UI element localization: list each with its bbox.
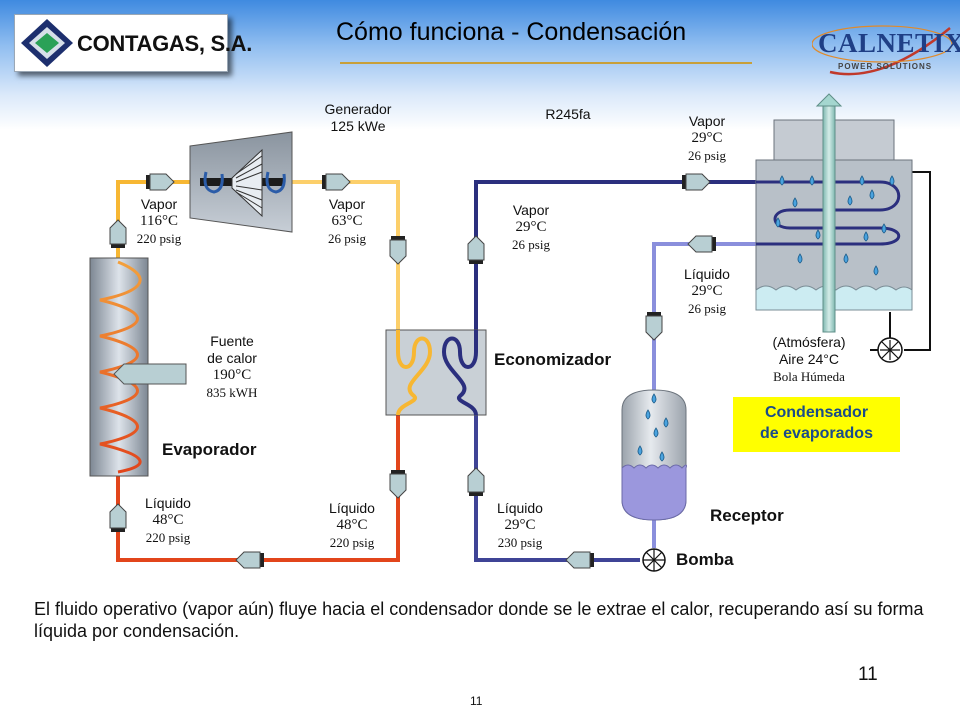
pipe-condenser-water-loop xyxy=(904,171,931,351)
generator-label-line1: Generador xyxy=(324,101,392,117)
flow-arrow-down-icon xyxy=(645,312,663,341)
economizer-liquid-state: Líquido xyxy=(329,500,375,516)
turbine-outlet-temp: 63°C xyxy=(331,213,363,229)
description-text: El fluido operativo (vapor aún) fluye ha… xyxy=(34,599,924,641)
page-number-small: 11 xyxy=(470,694,483,708)
page-number: 11 xyxy=(858,664,878,685)
flow-arrow-right-icon xyxy=(682,173,711,191)
flow-arrow-right-icon xyxy=(146,173,175,191)
turbine-inlet-state: Vapor xyxy=(140,196,178,212)
generator-label-line2: 125 kWe xyxy=(330,118,386,134)
flow-arrow-left-icon xyxy=(687,235,716,253)
heat-source-line2: de calor xyxy=(207,350,257,366)
condenser-inlet-pressure: 26 psig xyxy=(688,148,726,163)
evaporator-coil xyxy=(99,260,142,474)
economizer-vapor-temp: 29°C xyxy=(515,219,547,235)
generator-label: Generador 125 kWe xyxy=(310,101,406,135)
title-underline xyxy=(340,62,752,64)
label-turbine-outlet: Vapor 63°C 26 psig xyxy=(312,196,382,247)
condenser-inlet-temp: 29°C xyxy=(691,130,723,146)
flow-arrow-up-icon xyxy=(109,219,127,248)
contagas-emblem-icon xyxy=(21,19,73,67)
turbine-inlet-temp: 116°C xyxy=(140,213,178,229)
label-condenser-outlet: Líquido 29°C 26 psig xyxy=(672,266,742,317)
economizer-label: Economizador xyxy=(494,350,612,369)
condenser-pump-blades xyxy=(880,340,900,360)
economizer-liquid-pressure: 220 psig xyxy=(329,535,375,550)
calnetix-swoosh-icon xyxy=(812,25,953,76)
pipe-economizer-to-condenser xyxy=(474,180,756,330)
flow-arrow-up-icon xyxy=(109,503,127,532)
flow-arrow-up-icon xyxy=(467,467,485,496)
evaporator-label: Evaporador xyxy=(162,440,257,459)
condenser-outlet-pressure: 26 psig xyxy=(688,301,726,316)
page-title: Cómo funciona - Condensación xyxy=(336,18,687,46)
pump-label: Bomba xyxy=(676,550,734,569)
turbine-outlet-state: Vapor xyxy=(328,196,366,212)
contagas-logo-text: CONTAGAS, S.A. xyxy=(77,31,253,56)
heat-source-temp: 190°C xyxy=(212,367,252,383)
turbine-outlet-pressure: 26 psig xyxy=(328,231,366,246)
economizer-liquid-temp: 48°C xyxy=(336,517,368,533)
label-atmosphere: (Atmósfera) Aire 24°C Bola Húmeda xyxy=(754,334,864,385)
turbine-blades xyxy=(231,148,263,218)
label-economizer-vapor-out: Vapor 29°C 26 psig xyxy=(496,202,566,253)
evaporator-inlet-pressure: 220 psig xyxy=(145,530,191,545)
economizer-vapor-pressure: 26 psig xyxy=(512,237,550,252)
evaporator-inlet-state: Líquido xyxy=(145,495,191,511)
heat-source-arrow xyxy=(113,363,187,385)
condenser-inlet-state: Vapor xyxy=(688,113,726,129)
flow-arrow-right-icon xyxy=(322,173,351,191)
pump-outlet-pressure: 230 psig xyxy=(497,535,543,550)
economizer-box xyxy=(385,329,487,416)
label-turbine-inlet: Vapor 116°C 220 psig xyxy=(124,196,194,247)
contagas-logo: CONTAGAS, S.A. xyxy=(14,14,252,72)
atmosphere-line2: Aire 24°C xyxy=(778,351,840,367)
economizer-vapor-state: Vapor xyxy=(512,202,550,218)
receiver-droplets xyxy=(637,393,669,462)
turbine-hook-right xyxy=(265,171,286,194)
pump-outlet-temp: 29°C xyxy=(504,517,536,533)
exhaust-stack xyxy=(822,105,836,333)
label-condenser-inlet: Vapor 29°C 26 psig xyxy=(672,113,742,164)
heat-source-line1: Fuente xyxy=(210,333,254,349)
condenser-label-line2: de evaporados xyxy=(760,425,873,442)
economizer-cold-coil xyxy=(441,330,478,416)
economizer-hot-coil xyxy=(396,330,433,416)
pump-blades xyxy=(643,549,665,571)
calnetix-logo: CALNETIX POWER SOLUTIONS xyxy=(812,22,960,80)
atmosphere-line3: Bola Húmeda xyxy=(773,369,845,384)
flow-arrow-left-icon xyxy=(235,551,264,569)
label-pump-outlet: Líquido 29°C 230 psig xyxy=(484,500,556,551)
condenser-outlet-temp: 29°C xyxy=(691,283,723,299)
turbine-hook-left xyxy=(203,171,224,194)
heat-source-power: 835 kWH xyxy=(206,385,258,400)
calnetix-brand-text: CALNETIX xyxy=(818,28,960,58)
turbine-inlet-pressure: 220 psig xyxy=(136,231,182,246)
label-evaporator-inlet: Líquido 48°C 220 psig xyxy=(132,495,204,546)
condenser-label-box: Condensador de evaporados xyxy=(733,397,900,452)
condenser-coil xyxy=(756,180,901,246)
label-heat-source: Fuente de calor 190°C 835 kWH xyxy=(196,333,268,401)
label-economizer-liquid-out: Líquido 48°C 220 psig xyxy=(316,500,388,551)
flow-arrow-up-icon xyxy=(467,235,485,264)
flow-arrow-down-icon xyxy=(389,236,407,265)
pump-outlet-state: Líquido xyxy=(497,500,543,516)
calnetix-tagline: POWER SOLUTIONS xyxy=(838,62,933,71)
condenser-label-line1: Condensador xyxy=(764,404,869,421)
evaporator-inlet-temp: 48°C xyxy=(152,512,184,528)
atmosphere-line1: (Atmósfera) xyxy=(772,334,846,350)
condenser-outlet-state: Líquido xyxy=(684,266,730,282)
flow-arrow-left-icon xyxy=(565,551,594,569)
exhaust-arrow-icon xyxy=(815,93,843,107)
receiver-label: Receptor xyxy=(710,506,784,525)
pipe-condenser-to-receiver xyxy=(652,242,756,392)
refrigerant-label: R245fa xyxy=(545,106,591,122)
receiver-liquid xyxy=(621,464,687,521)
flow-arrow-down-icon xyxy=(389,470,407,499)
condenser-droplets xyxy=(775,175,895,276)
